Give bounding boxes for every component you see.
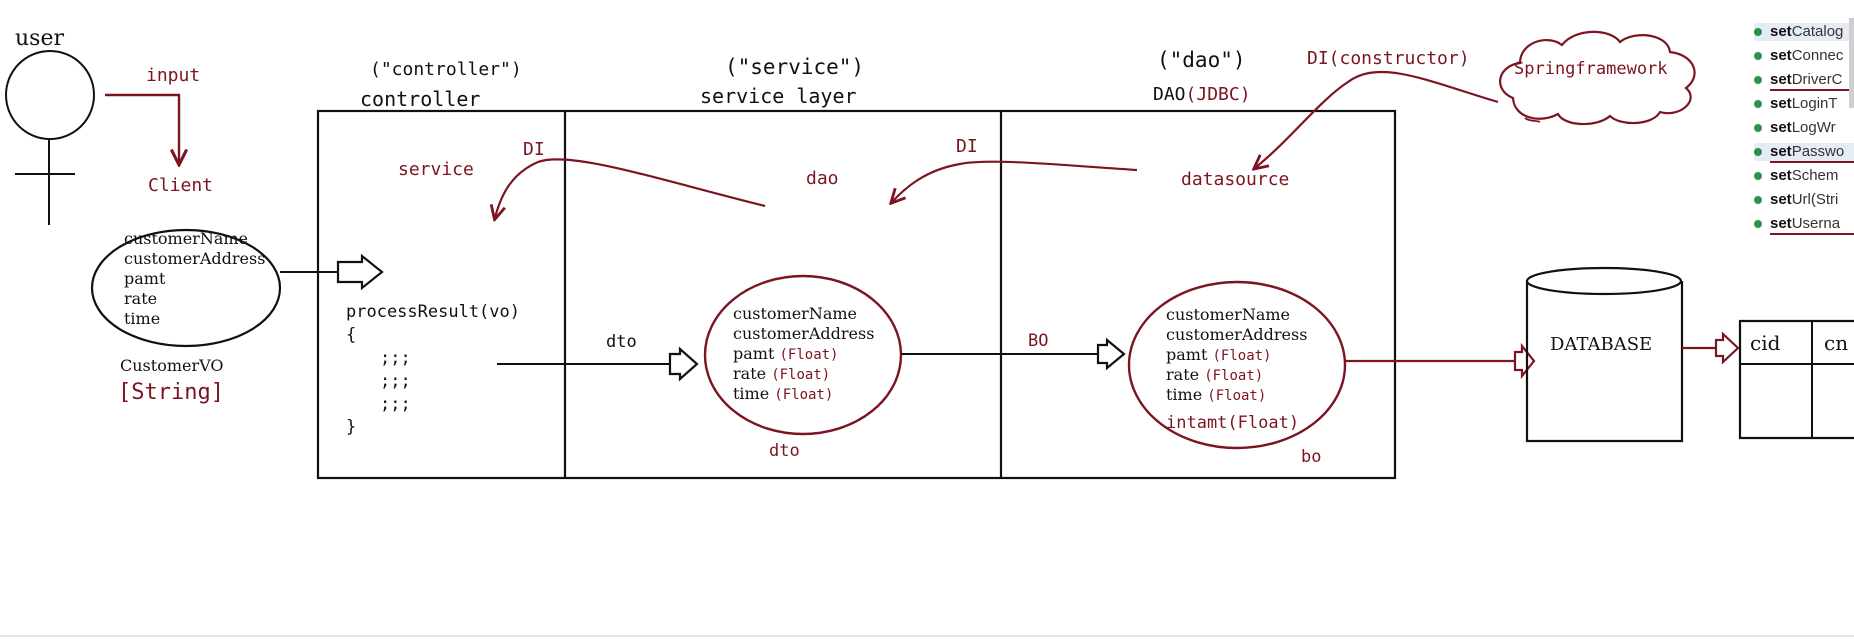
bo-arrow-head [1096, 337, 1126, 371]
di-arrow-datasource-to-dao [892, 160, 1138, 202]
code-line: ;;; [380, 371, 411, 391]
method-icon [1754, 76, 1762, 85]
method-icon [1754, 28, 1762, 37]
suggestion-item[interactable]: setCatalog [1754, 23, 1854, 41]
dao-annotation: ("dao") [1157, 48, 1246, 72]
code-line: processResult(vo) [346, 302, 520, 322]
dto-field: customerName [733, 304, 858, 323]
user-label: user [15, 26, 64, 51]
service-di-label: DI [956, 136, 978, 157]
vo-type-label: [String] [118, 380, 224, 405]
di-constructor-label: DI(constructor) [1307, 48, 1470, 69]
client-to-controller-head [336, 253, 384, 291]
bo-type: (Float) [1204, 368, 1264, 384]
method-icon [1754, 196, 1762, 205]
bo-ellipse [1127, 280, 1347, 450]
service-header: service layer [700, 84, 857, 108]
spring-cloud-tail [1524, 117, 1541, 123]
client-title: Client [148, 175, 214, 196]
client-ellipse [90, 228, 282, 348]
client-field: time [124, 309, 161, 328]
bo-field: customerName [1166, 305, 1291, 324]
bo-field: pamt (Float) [1166, 345, 1272, 364]
code-line: ;;; [380, 348, 411, 368]
controller-di-label: DI [523, 139, 545, 160]
controller-annotation: ("controller") [370, 59, 522, 80]
method-icon [1754, 124, 1762, 133]
bo-field: customerAddress [1166, 325, 1308, 344]
dto-type: (Float) [771, 367, 831, 383]
dto-field: pamt (Float) [733, 344, 839, 363]
database-cylinder-body [1525, 281, 1684, 443]
client-field: pamt [124, 269, 166, 288]
method-icon [1754, 148, 1762, 157]
spring-label: Springframework [1514, 59, 1668, 79]
method-suggestion-list[interactable]: setCatalog setConnec setDriverC setLogin… [1748, 18, 1854, 248]
client-field: rate [124, 289, 158, 308]
dto-field: time (Float) [733, 384, 834, 403]
code-line: ;;; [380, 394, 411, 414]
table-column-header: cn [1824, 331, 1849, 355]
bo-field: rate (Float) [1166, 365, 1264, 384]
suggestion-item[interactable]: setPasswo [1754, 143, 1854, 161]
panel-scrollbar[interactable] [1849, 18, 1854, 108]
suggestion-item[interactable]: setLogWr [1754, 119, 1854, 137]
bo-to-db-head [1513, 342, 1536, 380]
dto-ellipse-label: dto [769, 441, 800, 461]
input-arrow [105, 93, 179, 163]
dto-arrow-head [668, 346, 699, 382]
spring-cloud [1499, 30, 1696, 126]
table-outline [1738, 319, 1854, 440]
layers-box [316, 109, 1397, 480]
database-cylinder-top [1525, 266, 1683, 296]
method-icon [1754, 52, 1762, 61]
suggestion-item[interactable]: setConnec [1754, 47, 1854, 65]
controller-service-field: service [398, 159, 474, 180]
user-head [5, 50, 95, 140]
input-label: input [146, 65, 201, 86]
suggestion-underlines [1770, 89, 1854, 235]
suggestion-item[interactable]: setSchem [1754, 167, 1854, 185]
dto-type: (Float) [779, 347, 839, 363]
db-to-table-head [1714, 331, 1740, 365]
service-dao-field: dao [806, 168, 839, 189]
bo-type: (Float) [1212, 348, 1272, 364]
di-arrow-dao-to-service [495, 158, 766, 218]
bo-ellipse-label: bo [1301, 447, 1322, 467]
suggestion-item[interactable]: setDriverC [1754, 71, 1854, 89]
bo-extra-field: intamt(Float) [1166, 413, 1300, 433]
dao-header-suffix: (JDBC) [1185, 84, 1251, 105]
suggestion-item[interactable]: setLoginT [1754, 95, 1854, 113]
vo-label: CustomerVO [120, 356, 224, 375]
table-column-header: cid [1750, 331, 1781, 355]
dto-arrow-label: dto [606, 332, 637, 352]
client-field: customerName [124, 229, 249, 248]
dao-header: DAO(JDBC) [1153, 84, 1251, 105]
dto-type: (Float) [774, 387, 834, 403]
controller-header: controller [360, 87, 481, 111]
service-annotation: ("service") [725, 55, 865, 79]
client-field: customerAddress [124, 249, 266, 268]
method-icon [1754, 172, 1762, 181]
code-line: } [346, 417, 357, 437]
method-icon [1754, 220, 1762, 229]
bo-field: time (Float) [1166, 385, 1267, 404]
dao-datasource-field: datasource [1181, 169, 1290, 190]
database-label: DATABASE [1550, 334, 1653, 355]
method-icon [1754, 100, 1762, 109]
code-line: { [346, 325, 357, 345]
dto-field: rate (Float) [733, 364, 831, 383]
suggestion-item[interactable]: setUrl(Stri [1754, 191, 1854, 209]
dto-field: customerAddress [733, 324, 875, 343]
bo-type: (Float) [1207, 388, 1267, 404]
di-constructor-arrow [1255, 70, 1499, 168]
suggestion-item[interactable]: setUserna [1754, 215, 1854, 233]
bo-arrow-label: BO [1028, 331, 1049, 351]
